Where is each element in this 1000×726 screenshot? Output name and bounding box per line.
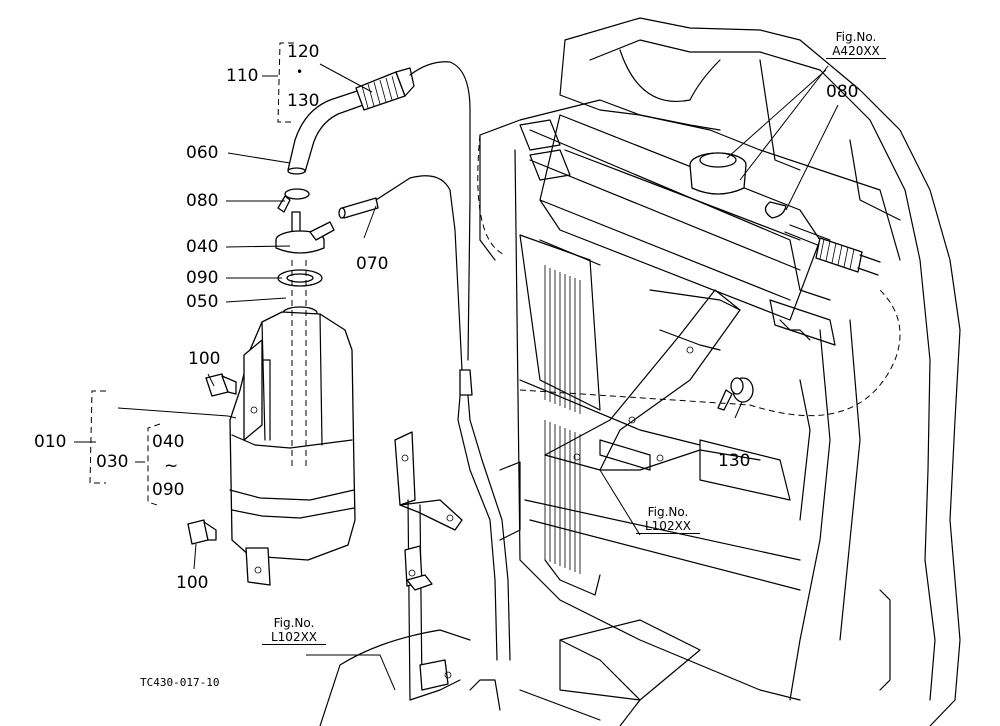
part-label-080-radiator: 080 [826,82,859,102]
tube-end [459,369,473,396]
bolt-100-lower [187,519,217,545]
figure-reference-l102xx-frame[interactable]: Fig.No. L102XX [262,616,326,645]
radiator-shroud [559,17,961,726]
figure-reference-caption: Fig.No. [273,616,315,630]
part-label-070: 070 [356,254,389,274]
group-brackets [89,42,294,507]
detail-boundary-right [519,289,901,417]
part-label-050: 050 [186,292,219,312]
figure-reference-code: A420XX [826,44,886,59]
part-label-100-lower: 100 [176,573,209,593]
detail-boundary-left [477,134,506,256]
part-label-060: 060 [186,143,219,163]
leader-lines [74,63,839,691]
hose-clamp-120 [355,67,415,111]
clip-080 [277,188,310,213]
upper-tank [519,114,836,346]
part-label-030: 030 [96,452,129,472]
part-label-dot: • [296,65,304,79]
part-label-100-upper: 100 [188,349,221,369]
figure-reference-l102xx-radiator[interactable]: Fig.No. L102XX [636,505,700,534]
part-label-130-hose: 130 [287,91,320,111]
part-label-090-range: 090 [152,480,185,500]
frame-lower [319,629,641,726]
bolt-100-upper [205,373,237,397]
figure-reference-code: L102XX [262,630,326,645]
radiator-hose-clamp [717,377,754,411]
pipe-070 [338,175,463,371]
part-label-040: 040 [186,237,219,257]
part-label-010: 010 [34,432,67,452]
part-label-040-range: 040 [152,432,185,452]
part-label-110: 110 [226,66,259,86]
part-label-130-radiator: 130 [718,451,751,471]
bracket-assembly [544,289,761,471]
overflow-tube-upper [409,61,471,361]
cap-040 [275,211,335,254]
gasket-090 [277,269,323,287]
part-label-080-tank: 080 [186,191,219,211]
figure-reference-caption: Fig.No. [647,505,689,519]
part-label-tilde: ~ [164,456,179,476]
part-label-090: 090 [186,268,219,288]
overflow-tube-lower-right [465,371,511,661]
figure-reference-code: L102XX [636,519,700,534]
figure-reference-a420xx[interactable]: Fig.No. A420XX [826,30,886,59]
radiator-overflow-hose [764,201,881,276]
radiator-core [479,99,901,701]
drawing-code: TC430-017-10 [140,676,220,689]
reserve-tank-010 [229,260,356,586]
overflow-tube-lower-left [457,371,498,661]
mounting-bracket [394,431,463,701]
part-label-120: 120 [287,42,320,62]
figure-reference-caption: Fig.No. [835,30,877,44]
